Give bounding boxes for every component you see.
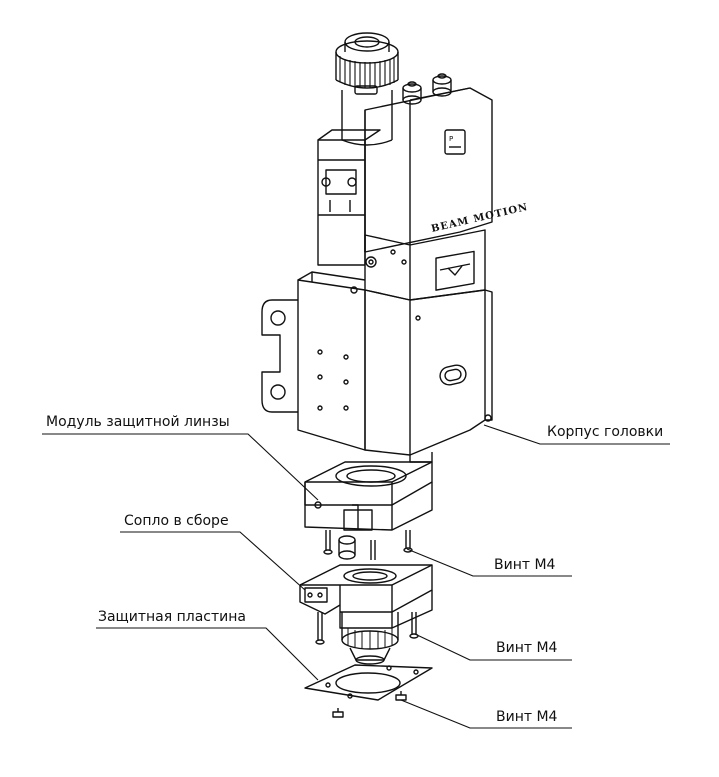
label-nozzle-assembly: Сопло в сборе: [124, 513, 229, 529]
leader-screw-3: [400, 699, 572, 729]
connector-right: [432, 73, 452, 97]
protective-lens-module: [304, 461, 433, 560]
leader-head-body: [483, 424, 670, 445]
nozzle-assembly: [299, 564, 433, 665]
mounting-bracket: [261, 299, 298, 413]
svg-text:P: P: [449, 135, 453, 143]
leader-nozzle: [120, 531, 306, 591]
leader-screw-2: [414, 633, 572, 661]
leader-lens-module: [42, 433, 319, 501]
collimator-block: [317, 129, 381, 266]
label-screw-3: Винт М4: [496, 709, 558, 725]
brand-plate: BEAM MOTION: [430, 202, 529, 235]
leader-plate: [96, 627, 319, 681]
electronics-box: P: [364, 87, 493, 253]
label-head-body: Корпус головки: [547, 424, 664, 440]
label-protective-plate: Защитная пластина: [98, 609, 246, 625]
focus-knob: [335, 32, 399, 146]
leader-lines: [42, 424, 670, 729]
brand-text: BEAM MOTION: [430, 202, 529, 235]
leader-screw-1: [406, 548, 572, 577]
bottom-screws: [332, 691, 407, 718]
label-lens-module: Модуль защитной линзы: [46, 414, 230, 430]
head-body: [261, 229, 493, 463]
label-screw-2: Винт М4: [496, 640, 558, 656]
protective-plate: [304, 664, 433, 701]
label-screw-1: Винт М4: [494, 557, 556, 573]
connector-left: [402, 81, 422, 105]
